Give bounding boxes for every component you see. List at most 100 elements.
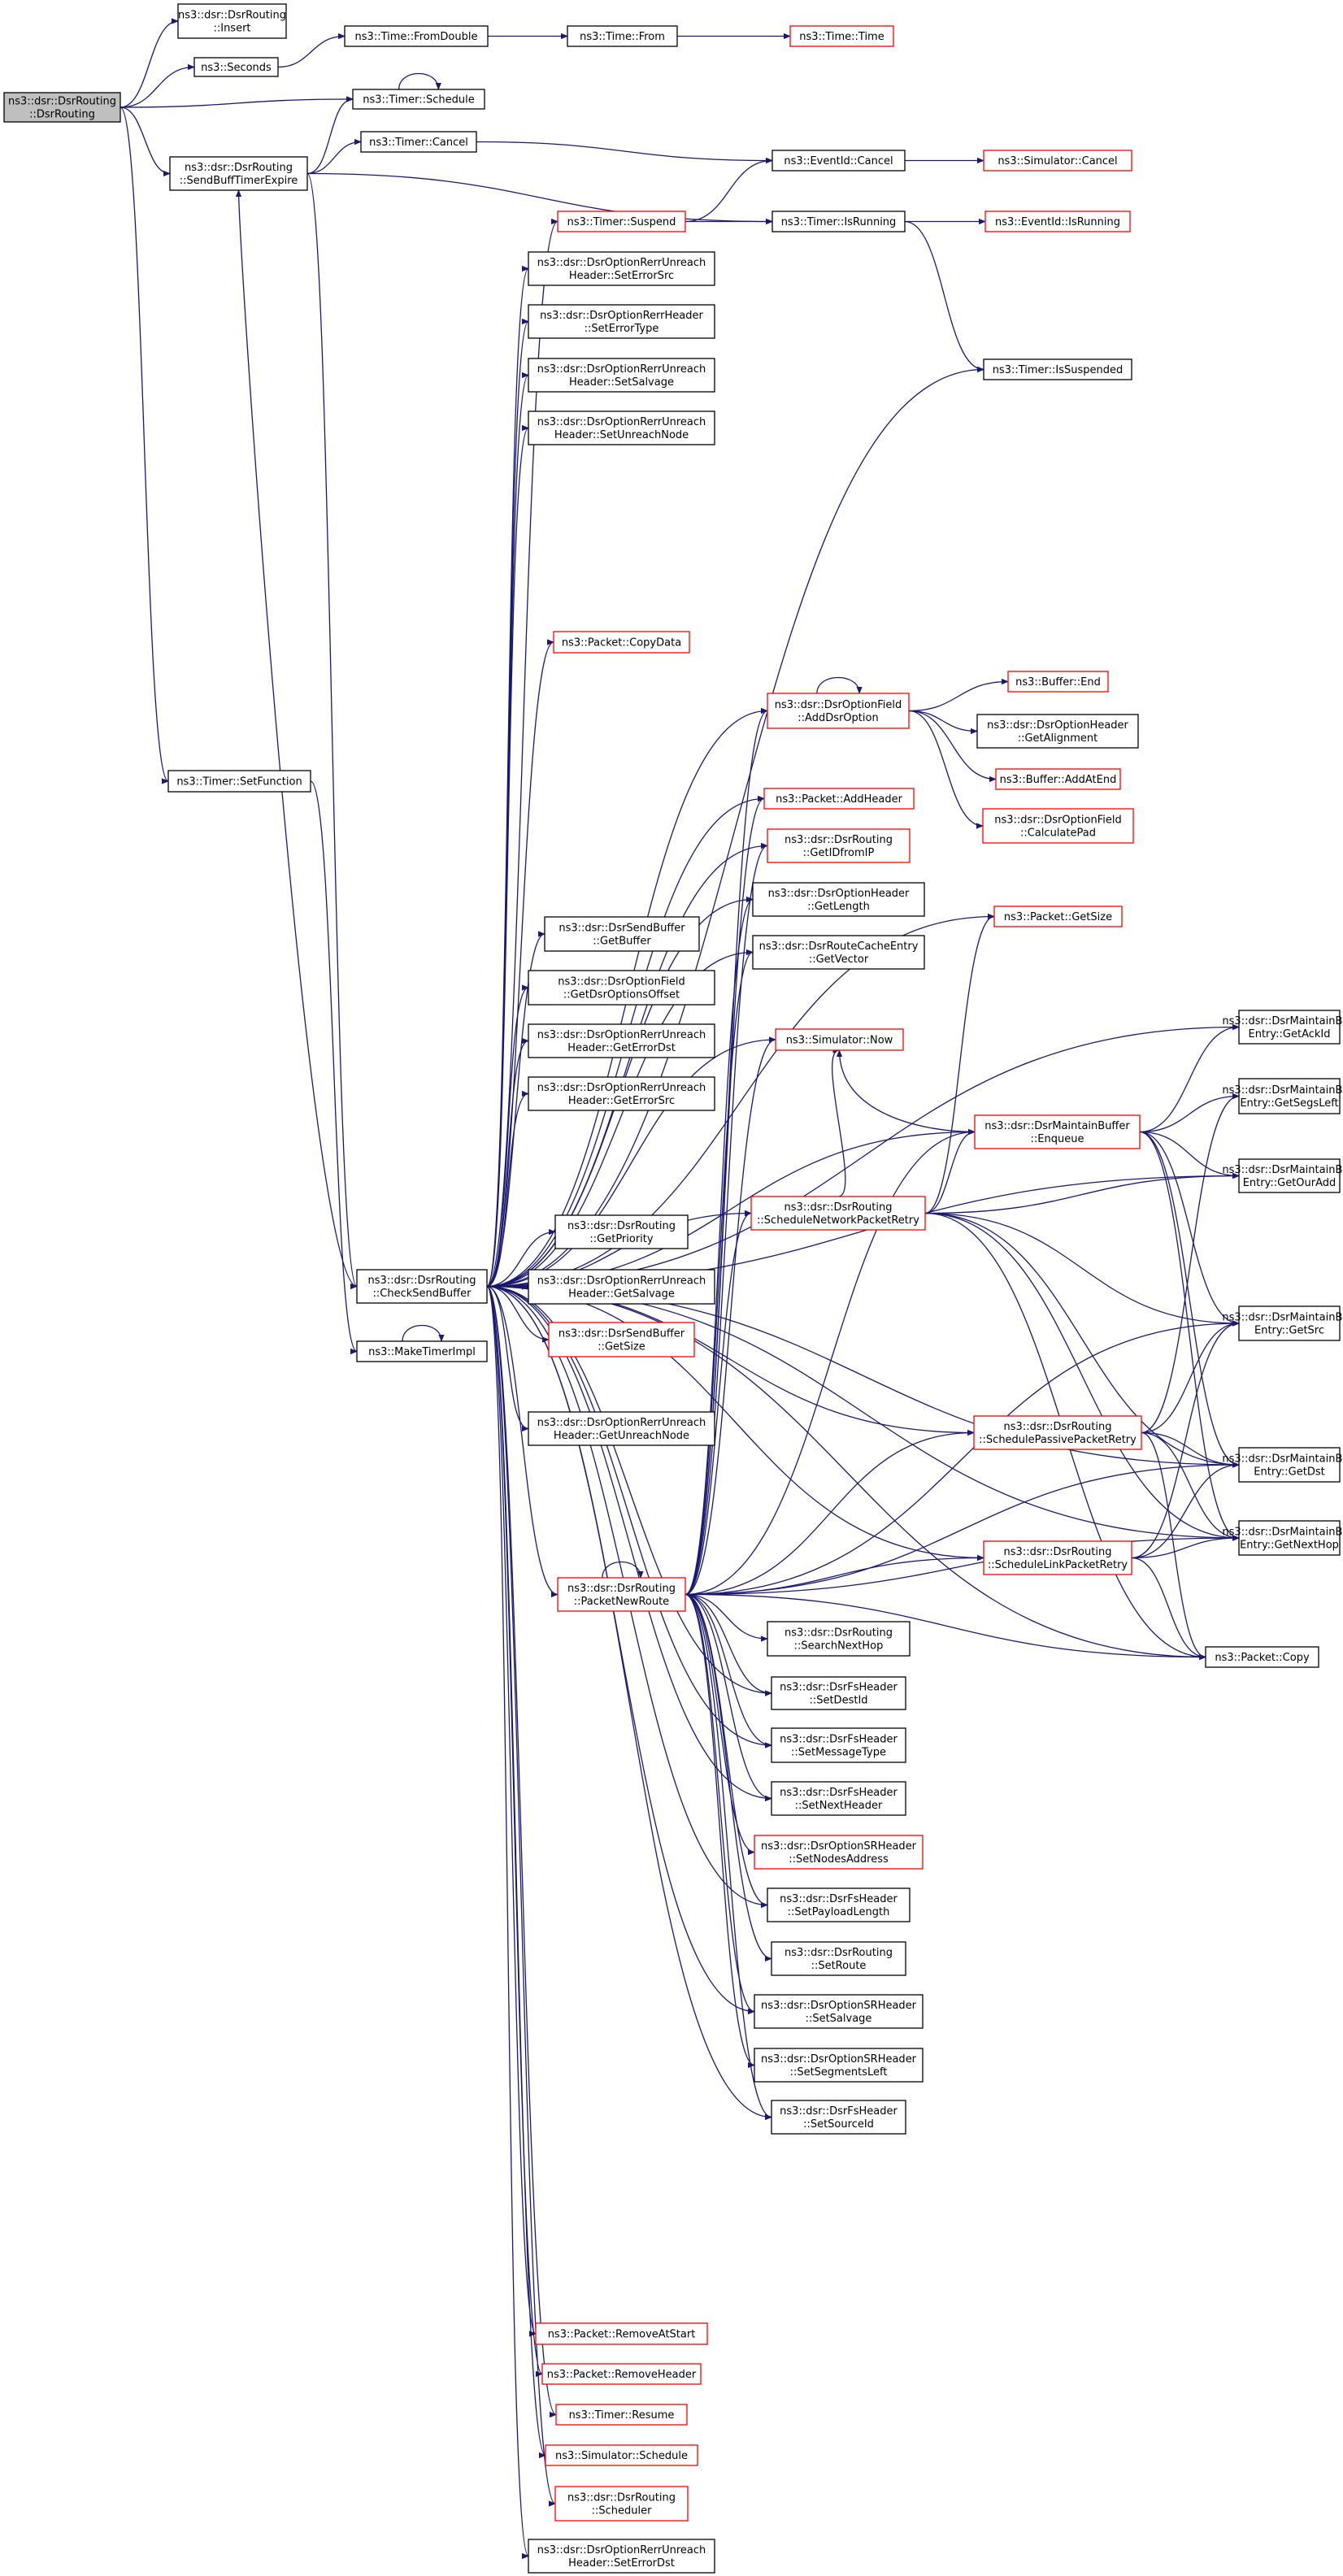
- node-addheader[interactable]: ns3::Packet::AddHeader: [763, 788, 915, 810]
- node-getsegsleft[interactable]: ns3::dsr::DsrMaintainBuffEntry::GetSegsL…: [1222, 1078, 1343, 1114]
- edge-checksend-to-schedpassive: [486, 1285, 975, 1436]
- edge-enqueue-to-now: [836, 1049, 976, 1133]
- node-getoffset[interactable]: ns3::dsr::DsrOptionField::GetDsrOptionsO…: [528, 970, 715, 1006]
- node-checksend[interactable]: ns3::dsr::DsrRouting::CheckSendBuffer: [356, 1269, 488, 1304]
- node-getlength[interactable]: ns3::dsr::DsrOptionHeader::GetLength: [752, 882, 925, 917]
- node-resume[interactable]: ns3::Timer::Resume: [555, 2404, 688, 2426]
- node-getouradd[interactable]: ns3::dsr::DsrMaintainBuffEntry::GetOurAd…: [1222, 1158, 1343, 1193]
- node-label: ns3::Packet::GetSize: [1004, 911, 1112, 923]
- node-getsalvage[interactable]: ns3::dsr::DsrOptionRerrUnreachHeader::Ge…: [528, 1269, 715, 1305]
- node-getidfromip[interactable]: ns3::dsr::DsrRouting::GetIDfromIP: [767, 828, 911, 863]
- edge-checksend-to-scheduler: [486, 1285, 556, 2507]
- edge-checksend-to-copydata: [486, 639, 554, 1288]
- node-maketimer[interactable]: ns3::MakeTimerImpl: [356, 1340, 488, 1362]
- node-isrunning[interactable]: ns3::Timer::IsRunning: [771, 211, 906, 232]
- node-packetnewroute[interactable]: ns3::dsr::DsrRouting::PacketNewRoute: [557, 1577, 686, 1612]
- node-getdst[interactable]: ns3::dsr::DsrMaintainBuffEntry::GetDst: [1222, 1447, 1343, 1483]
- edge-maketimer-to-maketimer: [402, 1324, 445, 1342]
- node-setsegsleft[interactable]: ns3::dsr::DsrOptionSRHeader::SetSegments…: [754, 2048, 924, 2083]
- edge-schednet-to-getouradd: [924, 1172, 1240, 1214]
- node-searchnexthop[interactable]: ns3::dsr::DsrRouting::SearchNextHop: [767, 1621, 911, 1657]
- node-box: [557, 211, 686, 232]
- node-setpayload[interactable]: ns3::dsr::DsrFsHeader::SetPayloadLength: [767, 1887, 911, 1922]
- node-seterrordst[interactable]: ns3::dsr::DsrOptionRerrUnreachHeader::Se…: [528, 2539, 715, 2574]
- node-label: ::SendBuffTimerExpire: [180, 175, 298, 187]
- node-label: ns3::Timer::Cancel: [369, 137, 468, 149]
- node-label: ns3::EventId::Cancel: [784, 155, 893, 167]
- node-getbuffer[interactable]: ns3::dsr::DsrSendBuffer::GetBuffer: [544, 916, 700, 952]
- node-bufend[interactable]: ns3::Buffer::End: [1007, 671, 1109, 693]
- node-getackid[interactable]: ns3::dsr::DsrMaintainBuffEntry::GetAckId: [1222, 1010, 1343, 1045]
- node-getnexthop[interactable]: ns3::dsr::DsrMaintainBuffEntry::GetNextH…: [1222, 1520, 1343, 1556]
- edge-schedlink-to-getsrc: [1131, 1320, 1240, 1559]
- node-box: [555, 2404, 688, 2426]
- node-removeheader[interactable]: ns3::Packet::RemoveHeader: [541, 2363, 702, 2385]
- node-pktcopy[interactable]: ns3::Packet::Copy: [1205, 1646, 1319, 1668]
- node-label: ns3::dsr::DsrRouting: [567, 2492, 676, 2504]
- node-seconds[interactable]: ns3::Seconds: [193, 57, 279, 77]
- node-box: [1238, 1158, 1341, 1193]
- node-simschedule[interactable]: ns3::Simulator::Schedule: [545, 2444, 698, 2466]
- node-now[interactable]: ns3::Simulator::Now: [775, 1028, 904, 1051]
- node-geterrordst[interactable]: ns3::dsr::DsrOptionRerrUnreachHeader::Ge…: [528, 1023, 715, 1058]
- node-setroute[interactable]: ns3::dsr::DsrRouting::SetRoute: [771, 1941, 906, 1976]
- edge-packetnewroute-to-getidfromip: [685, 843, 768, 1596]
- node-getsrc[interactable]: ns3::dsr::DsrMaintainBuffEntry::GetSrc: [1222, 1305, 1343, 1341]
- node-schednet[interactable]: ns3::dsr::DsrRouting::ScheduleNetworkPac…: [750, 1196, 926, 1231]
- node-fromdouble[interactable]: ns3::Time::FromDouble: [344, 25, 489, 47]
- node-schedlink[interactable]: ns3::dsr::DsrRouting::ScheduleLinkPacket…: [983, 1540, 1132, 1575]
- node-addatend[interactable]: ns3::Buffer::AddAtEnd: [995, 768, 1121, 790]
- node-seterrorsrc[interactable]: ns3::dsr::DsrOptionRerrUnreachHeader::Se…: [528, 251, 715, 286]
- node-setsalvage1[interactable]: ns3::dsr::DsrOptionRerrUnreachHeader::Se…: [528, 358, 715, 393]
- node-ecancel[interactable]: ns3::EventId::Cancel: [771, 150, 906, 172]
- node-tcancel[interactable]: ns3::Timer::Cancel: [360, 131, 477, 153]
- node-getalign[interactable]: ns3::dsr::DsrOptionHeader::GetAlignment: [976, 714, 1139, 749]
- node-box: [995, 768, 1121, 790]
- node-root[interactable]: ns3::dsr::DsrRouting::DsrRouting: [3, 92, 121, 123]
- edge-checksend-to-packetnewroute: [486, 1285, 558, 1598]
- node-label: ns3::dsr::DsrOptionRerrUnreach: [537, 2544, 706, 2556]
- node-label: ns3::dsr::DsrMaintainBuff: [1222, 1453, 1343, 1466]
- node-insert[interactable]: ns3::dsr::DsrRouting::Insert: [177, 3, 287, 39]
- node-copydata[interactable]: ns3::Packet::CopyData: [553, 631, 690, 654]
- node-label: ns3::dsr::DsrRouteCacheEntry: [759, 940, 919, 953]
- node-setdestid[interactable]: ns3::dsr::DsrFsHeader::SetDestId: [771, 1676, 906, 1710]
- node-removeatstart[interactable]: ns3::Packet::RemoveAtStart: [535, 2322, 708, 2345]
- node-getvector[interactable]: ns3::dsr::DsrRouteCacheEntry::GetVector: [752, 935, 925, 970]
- node-enqueue[interactable]: ns3::dsr::DsrMaintainBuffer::Enqueue: [974, 1114, 1141, 1149]
- node-setsourceid[interactable]: ns3::dsr::DsrFsHeader::SetSourceId: [771, 2100, 906, 2135]
- node-suspend[interactable]: ns3::Timer::Suspend: [557, 211, 686, 232]
- node-getsize_pkt[interactable]: ns3::Packet::GetSize: [993, 906, 1123, 927]
- node-time[interactable]: ns3::Time::Time: [789, 25, 894, 47]
- node-setfunction[interactable]: ns3::Timer::SetFunction: [167, 770, 311, 793]
- node-scancel[interactable]: ns3::Simulator::Cancel: [983, 150, 1132, 172]
- edge-enqueue-to-getackid: [1139, 1023, 1240, 1133]
- node-label: ns3::dsr::DsrFsHeader: [780, 1682, 898, 1694]
- node-schedpassive[interactable]: ns3::dsr::DsrRouting::SchedulePassivePac…: [973, 1415, 1142, 1450]
- node-from[interactable]: ns3::Time::From: [567, 25, 678, 47]
- node-setunreach[interactable]: ns3::dsr::DsrOptionRerrUnreachHeader::Se…: [528, 411, 715, 445]
- edge-root-to-insert: [120, 18, 179, 108]
- node-setnodesaddr[interactable]: ns3::dsr::DsrOptionSRHeader::SetNodesAdd…: [754, 1835, 924, 1870]
- node-sbgetsize[interactable]: ns3::dsr::DsrSendBuffer::GetSize: [548, 1322, 695, 1358]
- node-label: ns3::dsr::DsrFsHeader: [780, 1734, 898, 1746]
- edge-checksend-to-sbgetsize: [486, 1285, 550, 1343]
- node-adddsr[interactable]: ns3::dsr::DsrOptionField::AddDsrOption: [767, 693, 910, 729]
- node-issuspended[interactable]: ns3::Timer::IsSuspended: [983, 358, 1132, 380]
- node-schedule[interactable]: ns3::Timer::Schedule: [352, 89, 485, 110]
- node-label: ns3::Buffer::AddAtEnd: [1000, 774, 1117, 786]
- node-calcpad[interactable]: ns3::dsr::DsrOptionField::CalculatePad: [982, 808, 1134, 844]
- node-geterrorsrc[interactable]: ns3::dsr::DsrOptionRerrUnreachHeader::Ge…: [528, 1076, 715, 1111]
- node-srsetsalvage[interactable]: ns3::dsr::DsrOptionSRHeader::SetSalvage: [754, 1994, 924, 2029]
- node-label: ::Scheduler: [592, 2505, 652, 2517]
- node-box: [771, 2100, 906, 2135]
- node-scheduler[interactable]: ns3::dsr::DsrRouting::Scheduler: [554, 2486, 689, 2522]
- node-eisrunning[interactable]: ns3::EventId::IsRunning: [984, 211, 1131, 232]
- node-seterrortype[interactable]: ns3::dsr::DsrOptionRerrHeader::SetErrorT…: [528, 304, 715, 339]
- node-getpriority[interactable]: ns3::dsr::DsrRouting::GetPriority: [554, 1214, 689, 1249]
- node-setmsgtype[interactable]: ns3::dsr::DsrFsHeader::SetMessageType: [771, 1727, 906, 1763]
- node-box: [771, 1781, 906, 1816]
- node-sendbuff[interactable]: ns3::dsr::DsrRouting::SendBuffTimerExpir…: [169, 156, 308, 191]
- node-getunreach[interactable]: ns3::dsr::DsrOptionRerrUnreachHeader::Ge…: [528, 1411, 715, 1446]
- node-setnextheader[interactable]: ns3::dsr::DsrFsHeader::SetNextHeader: [771, 1781, 906, 1816]
